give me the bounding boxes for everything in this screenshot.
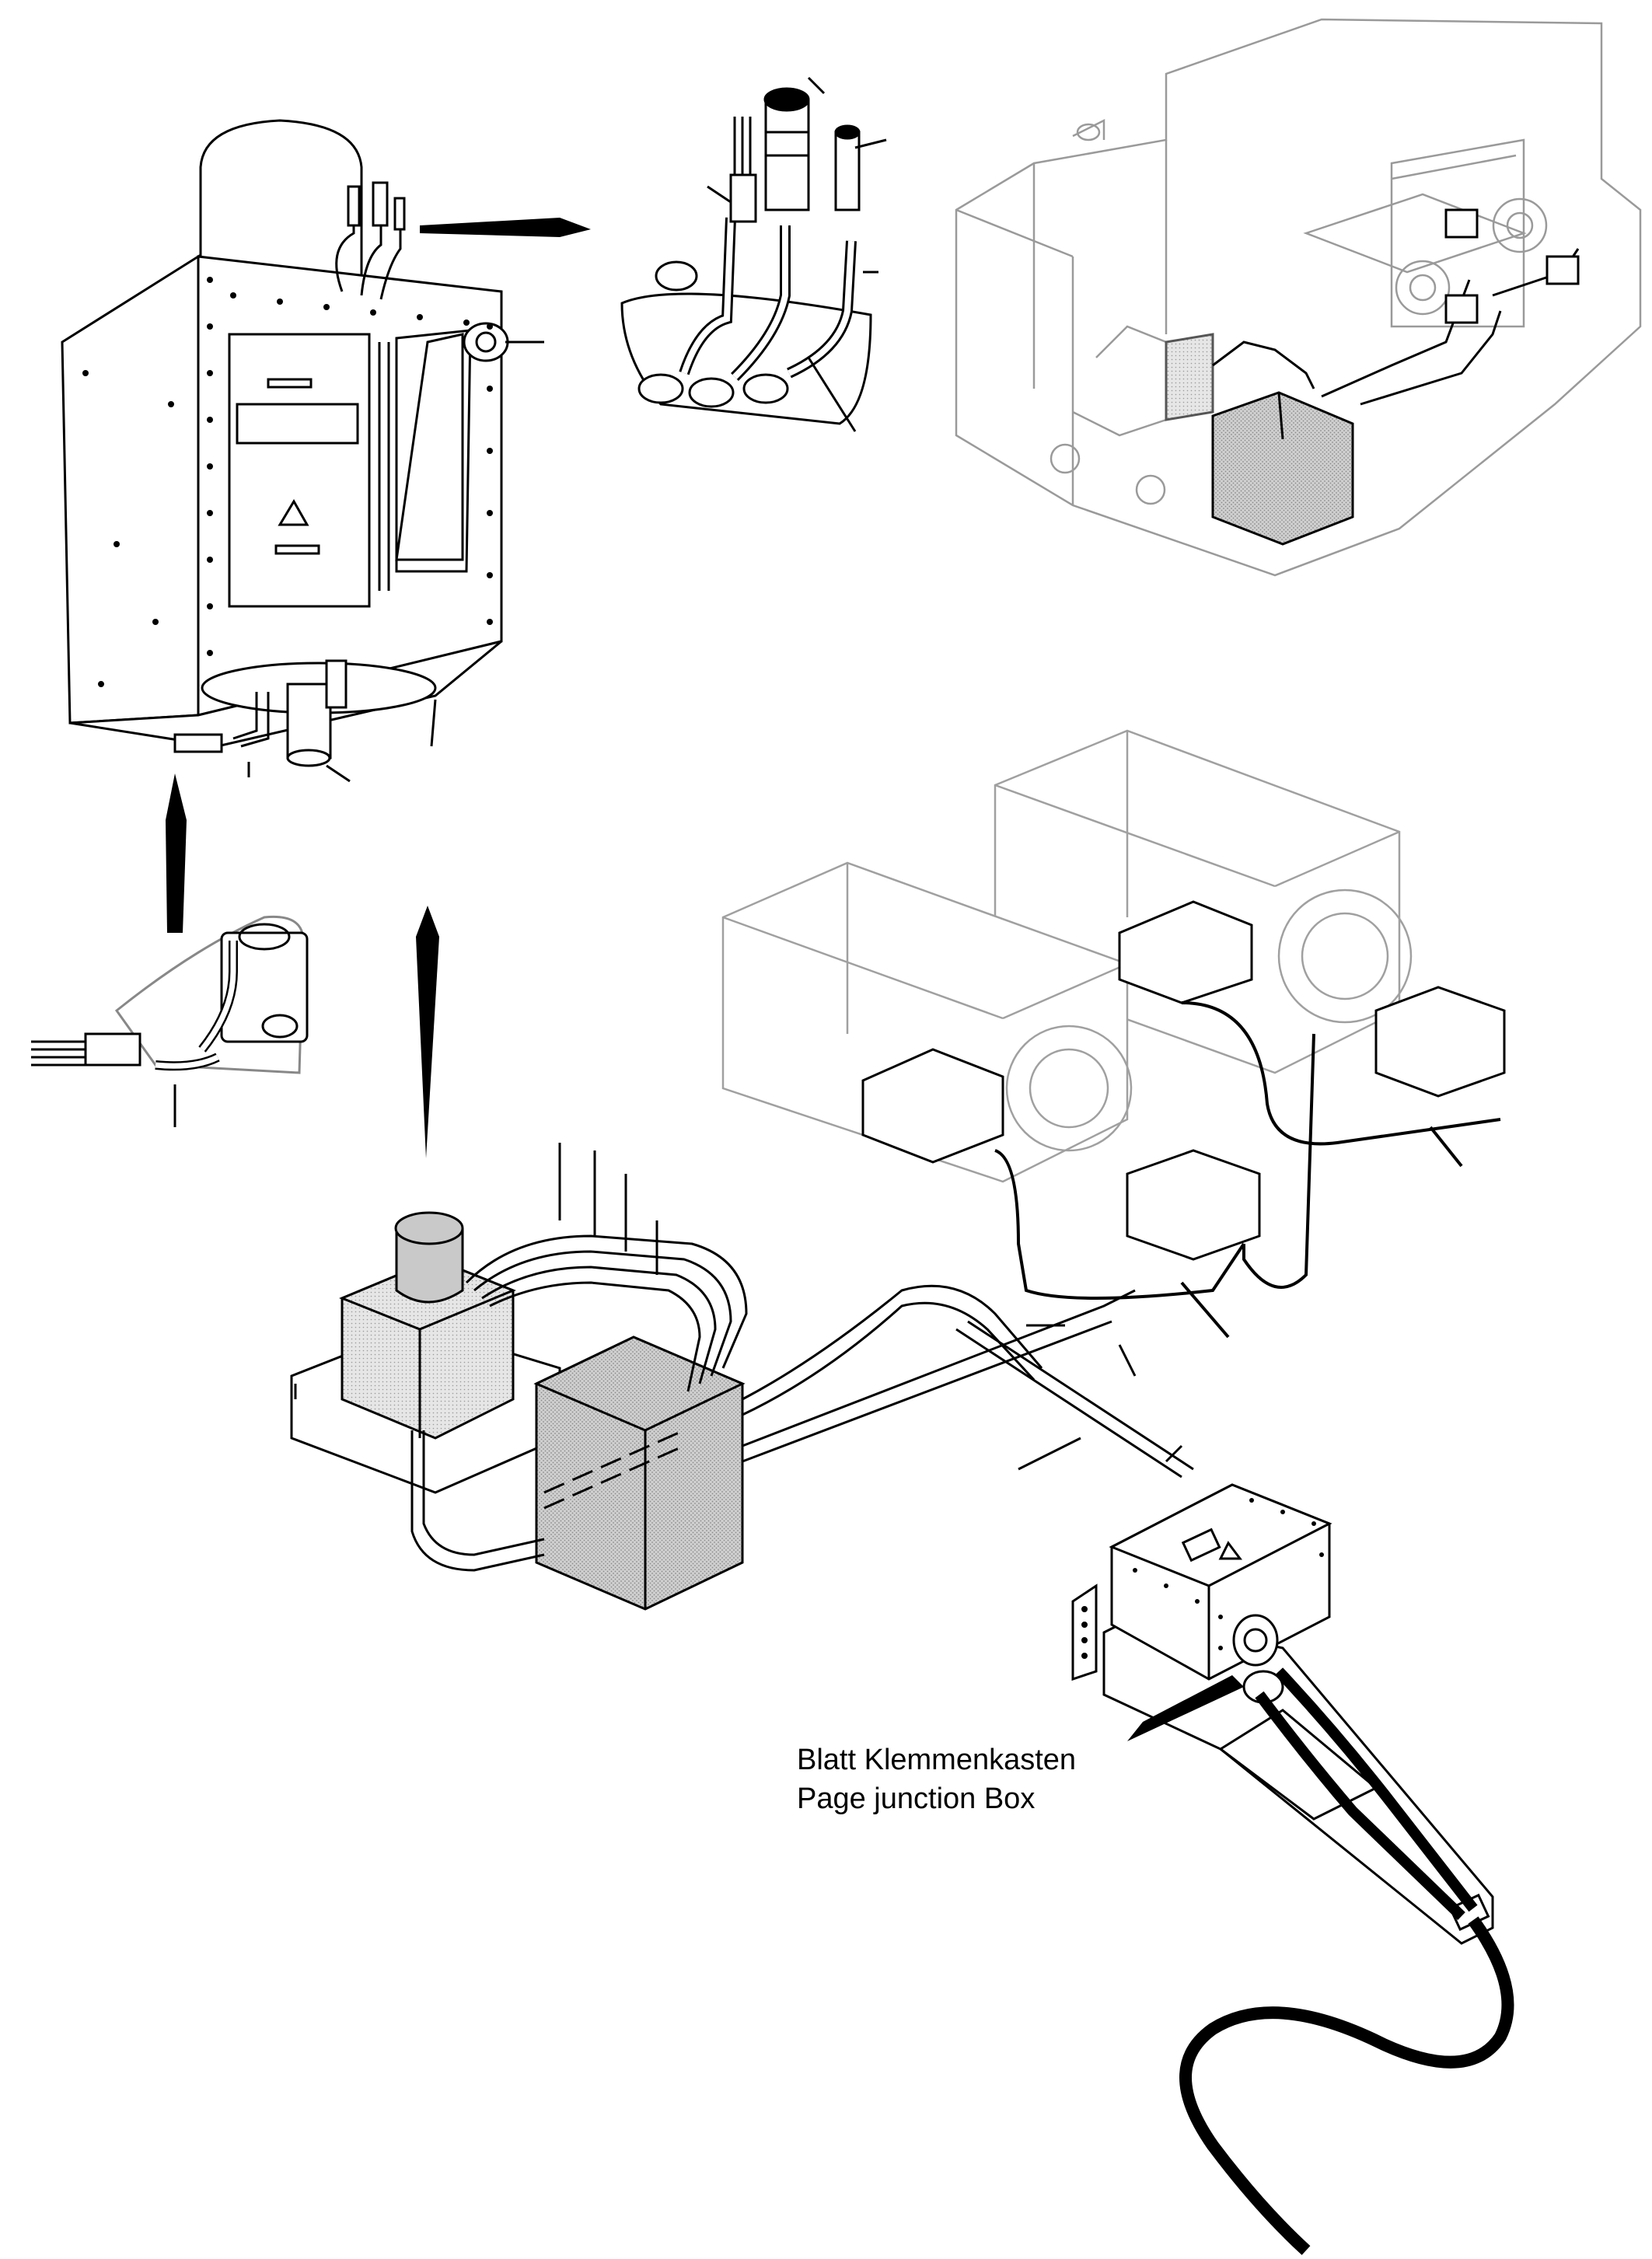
layout-assembly <box>290 1211 746 1611</box>
junction-box-assembly <box>1071 1483 1494 1945</box>
junction-box-note-de: Blatt Klemmenkasten <box>797 1744 1077 1776</box>
arrow-down-to-fitting <box>166 773 187 933</box>
plug-detail <box>620 76 887 432</box>
motor-cables <box>994 1001 1501 1339</box>
frame-overview-highlight <box>1165 208 1580 546</box>
cabinet-assembly <box>61 119 544 783</box>
junction-box-note-en: Page junction Box <box>797 1782 1036 1815</box>
motor-terminal-boxes <box>861 900 1506 1261</box>
junction-box-pointer <box>1127 1675 1244 1741</box>
layout-cables <box>410 1143 1194 1572</box>
frame-overview <box>955 18 1642 577</box>
arrow-to-detail-plug <box>420 218 591 237</box>
fitting-detail <box>31 915 309 1127</box>
arrow-up-from-layout <box>416 906 439 1158</box>
junction-cables <box>1179 1667 1514 2255</box>
motor-assemblies <box>721 729 1413 1183</box>
